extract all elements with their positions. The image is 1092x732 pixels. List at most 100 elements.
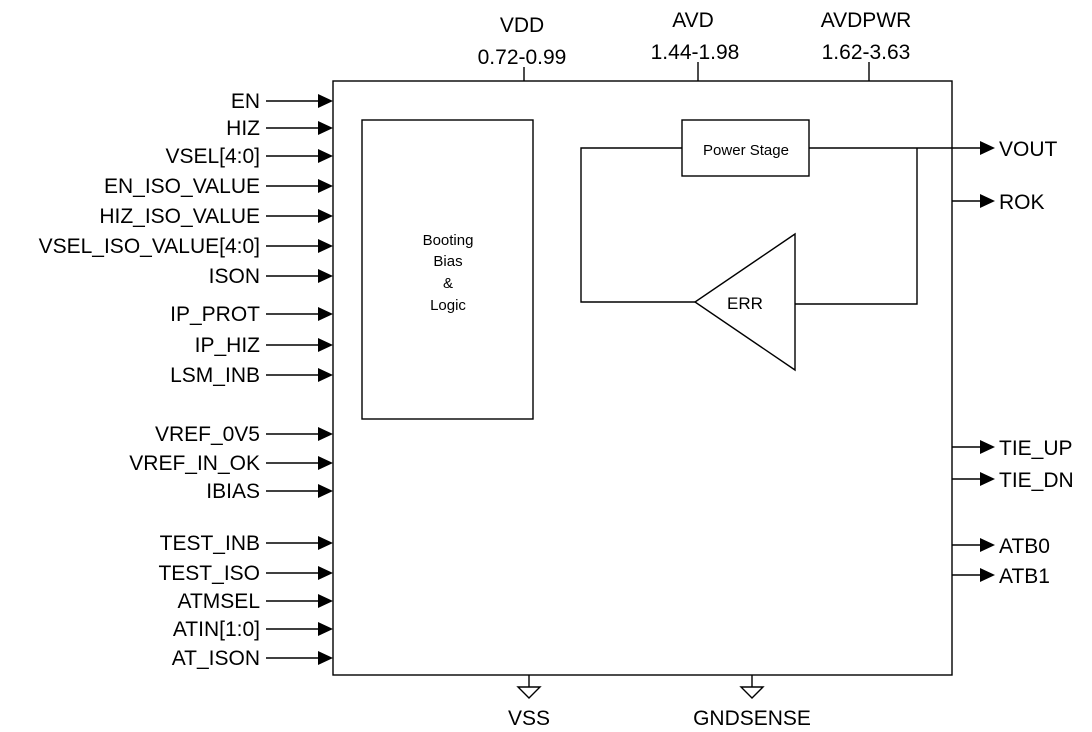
input-pin-vsel-4-0: VSEL[4:0]	[165, 145, 333, 168]
input-pin-ibias: IBIAS	[206, 480, 333, 503]
output-pin-label: TIE_UP	[999, 437, 1073, 460]
input-pin-label: IP_PROT	[170, 303, 260, 326]
supply-avdpwr: AVDPWR 1.62-3.63	[821, 9, 912, 81]
logic-block-line-3: &	[443, 275, 453, 292]
input-pins: EN HIZ VSEL[4:0] EN_ISO_VALUE HIZ_ISO_VALUE V…	[39, 90, 333, 670]
output-pin-arrow	[980, 194, 995, 208]
err-amplifier-label: ERR	[727, 294, 763, 313]
input-pin-atin-1-0: ATIN[1:0]	[173, 618, 333, 641]
input-pin-label: EN	[231, 90, 260, 113]
input-pin-ison: ISON	[209, 265, 333, 288]
input-pin-arrow	[318, 149, 333, 163]
supply-vdd-range: 0.72-0.99	[478, 46, 567, 69]
input-pin-label: VREF_0V5	[155, 423, 260, 446]
output-pin-label: VOUT	[999, 138, 1058, 161]
input-pin-label: ATIN[1:0]	[173, 618, 260, 641]
output-pin-arrow	[980, 568, 995, 582]
input-pin-arrow	[318, 484, 333, 498]
input-pin-arrow	[318, 594, 333, 608]
input-pin-hiz-iso-value: HIZ_ISO_VALUE	[99, 205, 333, 228]
input-pin-en-iso-value: EN_ISO_VALUE	[104, 175, 333, 198]
input-pin-arrow	[318, 622, 333, 636]
input-pin-label: ISON	[209, 265, 260, 288]
input-pin-label: AT_ISON	[172, 647, 260, 670]
output-pin-label: TIE_DN	[999, 469, 1074, 492]
output-pin-label: ROK	[999, 191, 1045, 214]
input-pin-label: VSEL_ISO_VALUE[4:0]	[39, 235, 260, 258]
input-pin-ip-prot: IP_PROT	[170, 303, 333, 326]
output-pin-arrow	[980, 440, 995, 454]
loop-wire-left	[580, 147, 695, 303]
input-pin-vref-0v5: VREF_0V5	[155, 423, 333, 446]
input-pin-ip-hiz: IP_HIZ	[195, 334, 333, 357]
logic-block-line-2: Bias	[433, 253, 462, 270]
input-pin-arrow	[318, 651, 333, 665]
input-pin-label: IP_HIZ	[195, 334, 261, 357]
output-pin-rok: ROK	[952, 191, 1045, 214]
input-pin-en: EN	[231, 90, 333, 113]
ground-vss-label: VSS	[508, 707, 550, 730]
output-pin-arrow	[980, 472, 995, 486]
input-pin-arrow	[318, 566, 333, 580]
logic-block: Booting Bias & Logic	[361, 119, 534, 420]
input-pin-arrow	[318, 239, 333, 253]
supply-avdpwr-name: AVDPWR	[821, 9, 912, 32]
input-pin-arrow	[318, 121, 333, 135]
input-pin-arrow	[318, 368, 333, 382]
supply-vdd: VDD 0.72-0.99	[478, 14, 567, 81]
input-pin-hiz: HIZ	[226, 117, 333, 140]
input-pin-label: LSM_INB	[170, 364, 260, 387]
input-pin-vsel-iso-value-4-0: VSEL_ISO_VALUE[4:0]	[39, 235, 333, 258]
supply-avd-range: 1.44-1.98	[651, 41, 740, 64]
err-amplifier	[693, 232, 796, 372]
output-pin-arrow	[980, 141, 995, 155]
input-pin-arrow	[318, 338, 333, 352]
output-pin-atb1: ATB1	[952, 565, 1050, 588]
input-pin-arrow	[318, 179, 333, 193]
input-pin-label: TEST_ISO	[158, 562, 260, 585]
input-pin-arrow	[318, 536, 333, 550]
input-pin-label: VREF_IN_OK	[129, 452, 260, 475]
input-pin-label: VSEL[4:0]	[165, 145, 260, 168]
input-pin-label: ATMSEL	[178, 590, 260, 613]
output-pin-vout: VOUT	[980, 138, 1058, 161]
ground-gndsense-label: GNDSENSE	[693, 707, 811, 730]
output-pin-label: ATB1	[999, 565, 1050, 588]
input-pin-arrow	[318, 456, 333, 470]
input-pin-lsm-inb: LSM_INB	[170, 364, 333, 387]
input-pin-test-iso: TEST_ISO	[158, 562, 333, 585]
logic-block-line-4: Logic	[430, 297, 466, 314]
regulator-loop: Power Stage ERR	[580, 119, 980, 372]
ground-gndsense: GNDSENSE	[693, 675, 811, 730]
supply-vdd-name: VDD	[500, 14, 544, 37]
input-pin-label: TEST_INB	[160, 532, 260, 555]
output-pin-tie-up: TIE_UP	[952, 437, 1073, 460]
loop-wire-right	[795, 148, 918, 305]
logic-block-box	[361, 119, 534, 420]
output-pin-tie-dn: TIE_DN	[952, 469, 1074, 492]
input-pin-label: IBIAS	[206, 480, 260, 503]
supply-avd-name: AVD	[672, 9, 714, 32]
input-pin-arrow	[318, 94, 333, 108]
input-pin-vref-in-ok: VREF_IN_OK	[129, 452, 333, 475]
input-pin-arrow	[318, 427, 333, 441]
power-stage-label: Power Stage	[703, 142, 789, 159]
output-pin-atb0: ATB0	[952, 535, 1050, 558]
output-pin-arrow	[980, 538, 995, 552]
supply-avdpwr-range: 1.62-3.63	[822, 41, 911, 64]
input-pin-atmsel: ATMSEL	[178, 590, 333, 613]
chip-outline	[332, 80, 953, 676]
ground-gndsense-symbol	[739, 686, 765, 699]
input-pin-test-inb: TEST_INB	[160, 532, 333, 555]
output-pin-label: ATB0	[999, 535, 1050, 558]
ground-vss: VSS	[508, 675, 550, 730]
input-pin-label: EN_ISO_VALUE	[104, 175, 260, 198]
supply-avd: AVD 1.44-1.98	[651, 9, 740, 81]
ground-vss-symbol	[516, 686, 542, 699]
input-pin-label: HIZ	[226, 117, 260, 140]
logic-block-line-1: Booting	[423, 232, 474, 249]
input-pin-arrow	[318, 307, 333, 321]
input-pin-at-ison: AT_ISON	[172, 647, 333, 670]
